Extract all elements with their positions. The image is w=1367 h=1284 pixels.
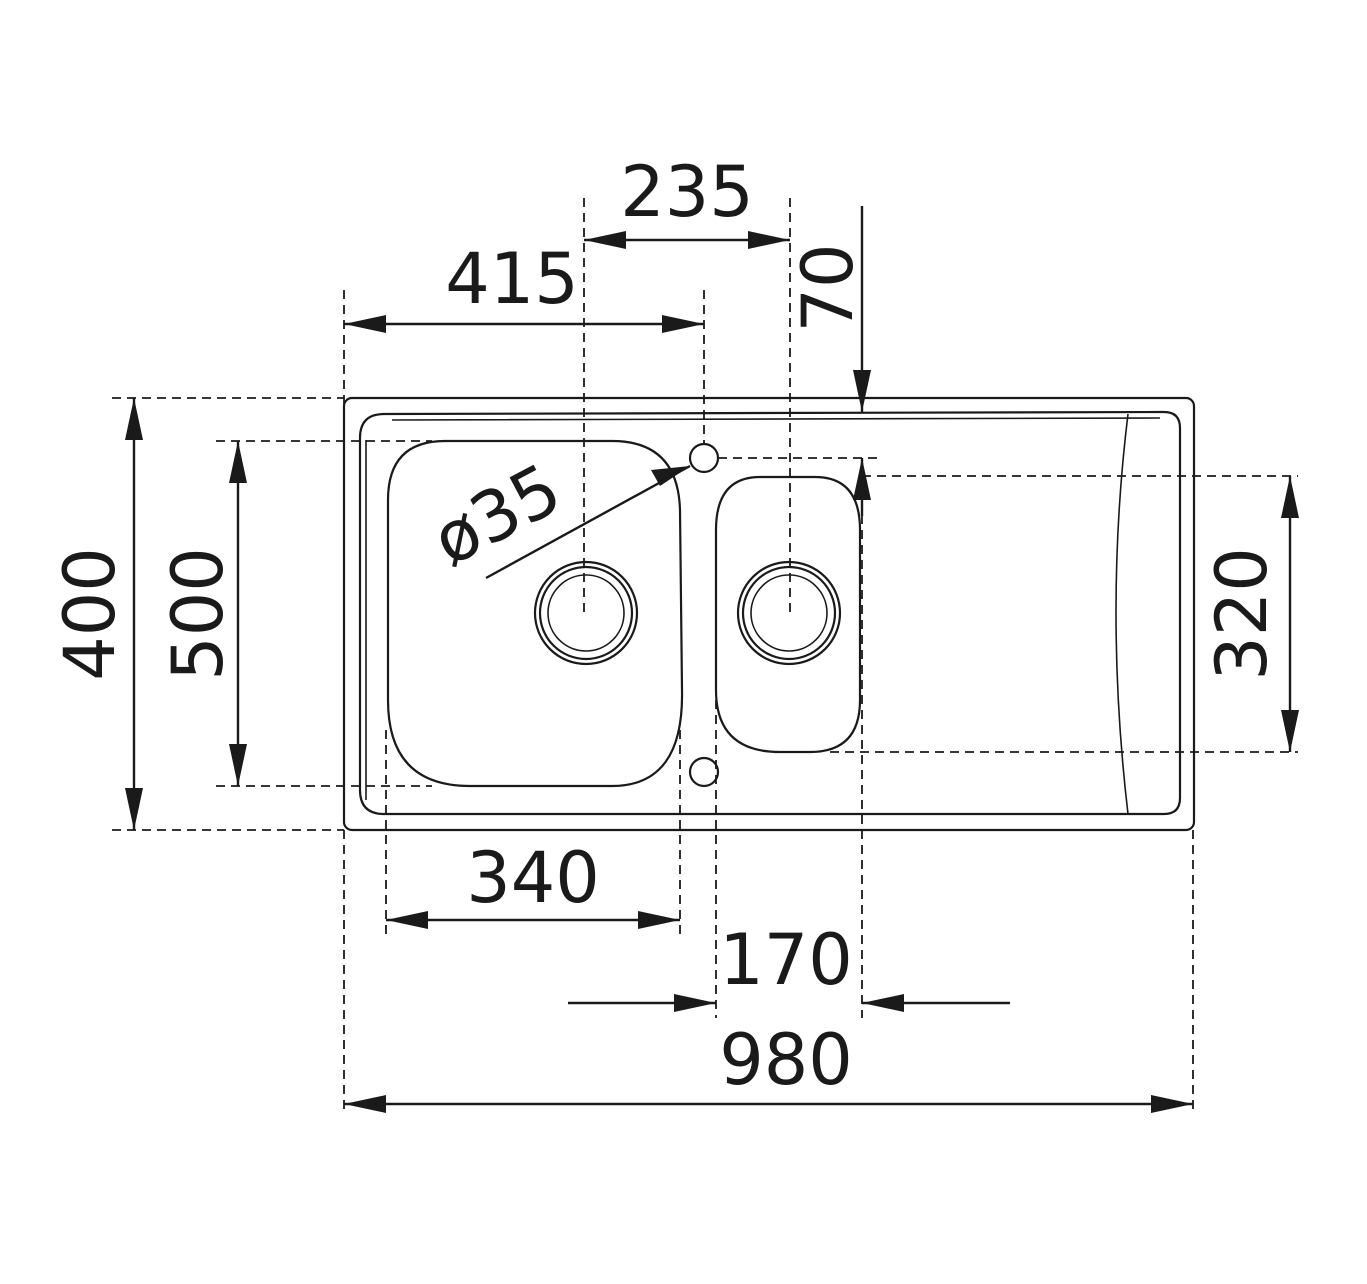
dimension-label-235: 235: [620, 151, 754, 233]
tap-hole-bottom: [688, 756, 720, 788]
dimension-label-500: 500: [157, 547, 239, 681]
dimension-label-320: 320: [1201, 547, 1283, 681]
drainer-grooves-inner: [874, 433, 1092, 797]
dimension-label-980: 980: [719, 1019, 853, 1101]
dimension-label-diameter-35: ø35: [419, 448, 574, 582]
tap-hole-top: [688, 442, 720, 474]
extension-lines: [112, 198, 1298, 1112]
dimension-170: 170: [568, 919, 1010, 1012]
dimension-415: 415: [344, 238, 704, 333]
dimension-500: 500: [157, 441, 247, 786]
dimension-70: 70: [787, 206, 871, 516]
sink-outline: [342, 396, 1196, 832]
dimension-340: 340: [386, 837, 680, 929]
dimension-235: 235: [584, 151, 790, 249]
dimension-label-70: 70: [787, 243, 869, 332]
dimension-980: 980: [344, 1019, 1193, 1113]
half-bowl-waste: [736, 560, 842, 666]
dimension-400: 400: [49, 398, 143, 830]
sink-inner-rim: [358, 410, 1182, 816]
dimension-diameter-35: ø35: [419, 448, 691, 582]
dimension-label-170: 170: [719, 919, 853, 1001]
dimension-320: 320: [1201, 476, 1299, 752]
half-bowl: [714, 475, 862, 754]
drainer-end-curve: [1115, 413, 1129, 815]
sink-inner-rim-line: [365, 417, 1161, 800]
dimension-label-340: 340: [466, 837, 600, 919]
dimension-label-415: 415: [445, 238, 579, 320]
main-bowl-waste: [533, 560, 639, 666]
dimension-label-400: 400: [49, 547, 131, 681]
